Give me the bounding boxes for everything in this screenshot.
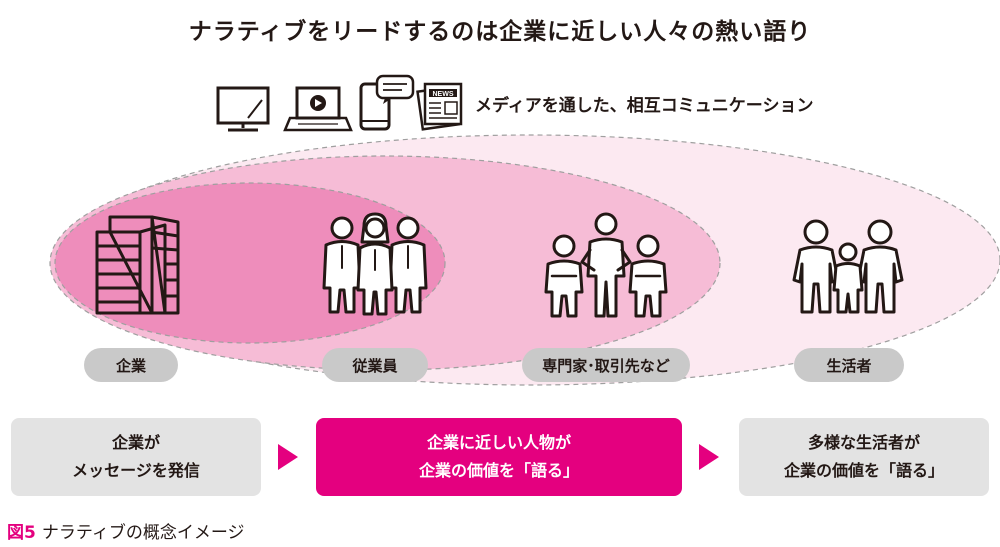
flow-box-consumers-line1: 多様な生活者が <box>807 433 920 452</box>
figure-caption-text: ナラティブの概念イメージ <box>41 523 245 543</box>
building-icon <box>95 215 180 315</box>
flow-arrow-2 <box>699 444 719 470</box>
label-employees: 従業員 <box>322 348 428 382</box>
flow-box-company: 企業が メッセージを発信 <box>11 418 261 496</box>
figure-number: 図5 <box>7 523 36 543</box>
flow-box-close-people-line1: 企業に近しい人物が <box>426 433 571 452</box>
family-icon <box>792 219 904 314</box>
experts-icon <box>544 212 668 318</box>
flow-box-consumers-line2: 企業の価値を「語る」 <box>783 461 944 480</box>
tv-icon <box>216 86 270 132</box>
label-company: 企業 <box>84 348 178 382</box>
employees-icon <box>322 212 428 316</box>
flow-box-close-people: 企業に近しい人物が 企業の価値を「語る」 <box>316 418 682 496</box>
media-caption: メディアを通した、相互コミュニケーション <box>475 96 814 116</box>
newspaper-title: NEWS <box>433 91 454 98</box>
label-experts: 専門家･取引先など <box>522 348 690 382</box>
flow-box-company-line2: メッセージを発信 <box>72 461 200 480</box>
label-consumers: 生活者 <box>794 348 904 382</box>
flow-box-consumers: 多様な生活者が 企業の価値を「語る」 <box>739 418 989 496</box>
diagram-title: ナラティブをリードするのは企業に近しい人々の熱い語り <box>188 19 812 45</box>
flow-arrow-1 <box>278 444 298 470</box>
flow-box-company-line1: 企業が <box>111 433 160 452</box>
newspaper-icon: NEWS <box>416 82 463 131</box>
laptop-video-icon <box>283 86 353 132</box>
flow-box-close-people-line2: 企業の価値を「語る」 <box>418 461 579 480</box>
smartphone-chat-icon <box>359 74 415 131</box>
